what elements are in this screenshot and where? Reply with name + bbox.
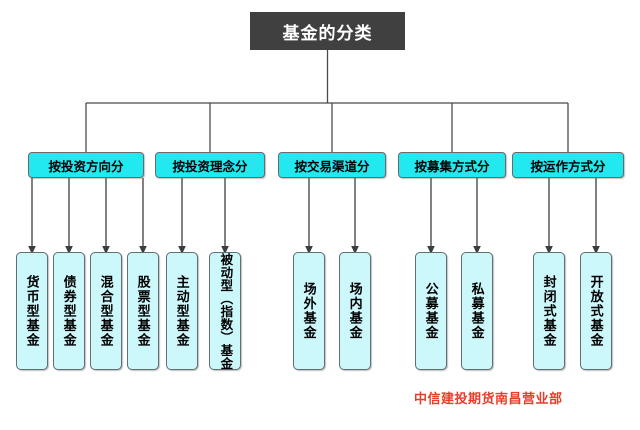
category-node-label: 按募集方式分 xyxy=(414,159,490,174)
leaf-node-label: 股票型基金 xyxy=(135,274,151,348)
category-node-2[interactable]: 按交易渠道分 xyxy=(278,152,386,178)
leaf-node-label: 被动型（指数）基金 xyxy=(218,252,233,370)
leaf-node-2[interactable]: 混合型基金 xyxy=(90,252,122,370)
leaf-node-label: 货币型基金 xyxy=(24,274,40,348)
category-node-label: 按运作方式分 xyxy=(530,159,606,174)
leaf-node-3[interactable]: 股票型基金 xyxy=(127,252,159,370)
leaf-node-label: 混合型基金 xyxy=(98,274,114,348)
leaf-node-label: 开放式基金 xyxy=(588,274,604,348)
leaf-node-label: 主动型基金 xyxy=(174,274,190,348)
category-node-4[interactable]: 按运作方式分 xyxy=(512,152,624,178)
category-node-label: 按交易渠道分 xyxy=(294,159,370,174)
root-node-fund-classification[interactable]: 基金的分类 xyxy=(250,12,405,50)
category-node-0[interactable]: 按投资方向分 xyxy=(28,152,144,178)
leaf-node-7[interactable]: 场内基金 xyxy=(339,252,371,370)
leaf-node-11[interactable]: 开放式基金 xyxy=(580,252,612,370)
footer-branch-label: 中信建投期货南昌营业部 xyxy=(414,391,563,406)
leaf-node-label: 封闭式基金 xyxy=(541,274,557,348)
leaf-node-1[interactable]: 债券型基金 xyxy=(53,252,85,370)
leaf-node-10[interactable]: 封闭式基金 xyxy=(533,252,565,370)
leaf-node-0[interactable]: 货币型基金 xyxy=(16,252,48,370)
category-node-label: 按投资理念分 xyxy=(172,159,248,174)
leaf-node-6[interactable]: 场外基金 xyxy=(293,252,325,370)
leaf-node-5[interactable]: 被动型（指数）基金 xyxy=(209,252,241,370)
leaf-node-8[interactable]: 公募基金 xyxy=(415,252,447,370)
leaf-node-label: 公募基金 xyxy=(423,282,439,340)
leaf-node-4[interactable]: 主动型基金 xyxy=(166,252,198,370)
leaf-node-label: 私募基金 xyxy=(469,282,485,340)
category-node-3[interactable]: 按募集方式分 xyxy=(398,152,506,178)
leaf-node-9[interactable]: 私募基金 xyxy=(461,252,493,370)
leaf-node-label: 债券型基金 xyxy=(61,274,77,348)
leaf-node-label: 场外基金 xyxy=(301,282,317,340)
leaf-node-label: 场内基金 xyxy=(347,282,363,340)
category-node-1[interactable]: 按投资理念分 xyxy=(155,152,265,178)
category-node-label: 按投资方向分 xyxy=(48,159,124,174)
